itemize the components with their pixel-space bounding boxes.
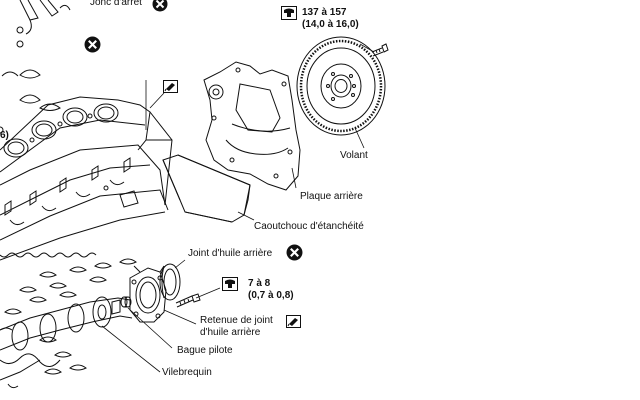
- torque-wrench-icon: [281, 6, 297, 20]
- sealing-rubber: [162, 154, 251, 223]
- leader-lines: [101, 43, 375, 373]
- label-retenue-line2: d'huile arrière: [200, 327, 261, 338]
- label-volant: Volant: [340, 150, 368, 161]
- label-joint-huile: Joint d'huile arrière: [188, 248, 273, 259]
- flywheel: [296, 36, 386, 136]
- cylinder-block: [0, 96, 173, 261]
- x-circle-icon: [84, 36, 101, 53]
- label-torque-flywheel: 137 à 157: [302, 7, 347, 18]
- label-caoutchouc: Caoutchouc d'étanchéité: [254, 221, 364, 232]
- pilot-bushing: [120, 296, 132, 308]
- label-torque-retainer-kgm: (0,7 à 0,8): [248, 290, 294, 301]
- label-torque-flywheel-kgm: (14,0 à 16,0): [302, 19, 359, 30]
- crankshaft: [0, 296, 133, 389]
- rear-oil-seal-retainer: [129, 265, 167, 323]
- label-bague-pilote: Bague pilote: [177, 345, 233, 356]
- rear-plate: [203, 61, 301, 191]
- main-bearings: [1, 69, 61, 111]
- retainer-bolt: [175, 293, 201, 308]
- rear-oil-seal: [159, 263, 181, 301]
- sealant-tube-icon: [286, 315, 301, 328]
- torque-wrench-icon: [222, 277, 238, 291]
- label-retenue-line1: Retenue de joint: [200, 315, 273, 326]
- x-circle-icon: [152, 0, 168, 12]
- connecting-rods: [16, 0, 71, 48]
- sealant-tube-icon: [163, 80, 178, 93]
- label-torque-retainer: 7 à 8: [248, 278, 271, 289]
- label-plaque-arriere: Plaque arrière: [300, 191, 363, 202]
- x-circle-icon: [286, 244, 303, 261]
- flywheel-bolt: [371, 43, 389, 57]
- label-vilebrequin: Vilebrequin: [162, 367, 212, 378]
- label-jonc-arret: Jonc d'arrêt: [90, 0, 142, 8]
- label-left-fragment: 6): [0, 130, 9, 141]
